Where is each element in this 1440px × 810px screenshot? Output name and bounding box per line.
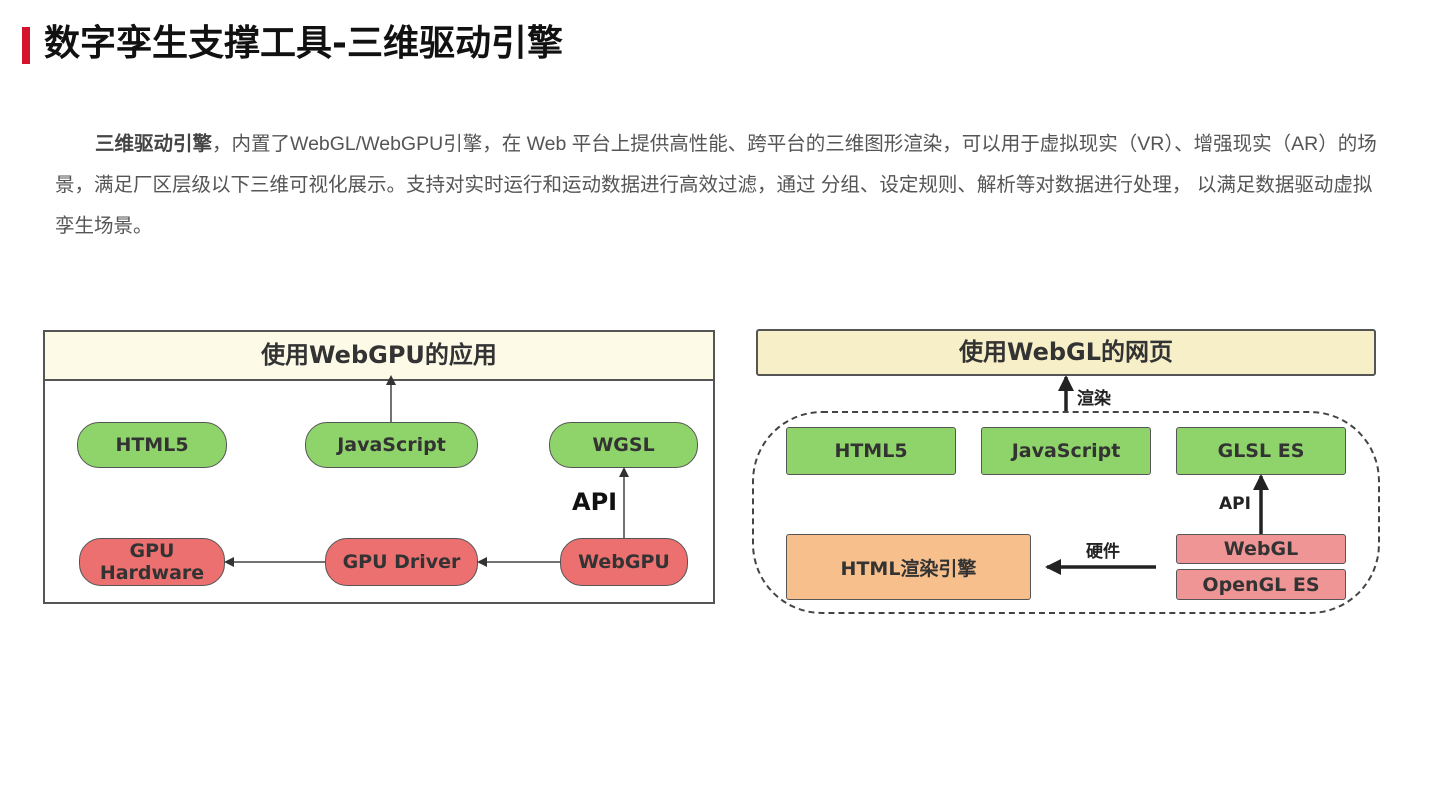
- node-javascript-webgl: JavaScript: [981, 427, 1151, 475]
- node-webgl: WebGL: [1176, 534, 1346, 564]
- node-javascript: JavaScript: [305, 422, 478, 468]
- node-opengl-es: OpenGL ES: [1176, 569, 1346, 600]
- webgl-api-label: API: [1219, 494, 1251, 514]
- node-gpu-driver: GPU Driver: [325, 538, 478, 586]
- webgl-diagram-title: 使用WebGL的网页: [756, 329, 1376, 376]
- node-html5: HTML5: [77, 422, 227, 468]
- node-html-render-engine: HTML渲染引擎: [786, 534, 1031, 600]
- intro-paragraph: 三维驱动引擎，内置了WebGL/WebGPU引擎，在 Web 平台上提供高性能、…: [55, 124, 1385, 247]
- hardware-label: 硬件: [1086, 542, 1120, 562]
- page-title: 数字孪生支撑工具-三维驱动引擎: [44, 23, 563, 64]
- node-html5-webgl: HTML5: [786, 427, 956, 475]
- node-gpu-hardware: GPU Hardware: [79, 538, 225, 586]
- node-webgpu: WebGPU: [560, 538, 688, 586]
- title-accent-bar: [22, 27, 30, 64]
- intro-text: ，内置了WebGL/WebGPU引擎，在 Web 平台上提供高性能、跨平台的三维…: [55, 133, 1377, 237]
- intro-bold-lead: 三维驱动引擎: [95, 133, 213, 155]
- webgpu-api-label: API: [572, 488, 618, 516]
- render-label: 渲染: [1077, 389, 1111, 409]
- webgl-dashed-group: [752, 411, 1380, 614]
- webgpu-diagram-title: 使用WebGPU的应用: [45, 332, 713, 381]
